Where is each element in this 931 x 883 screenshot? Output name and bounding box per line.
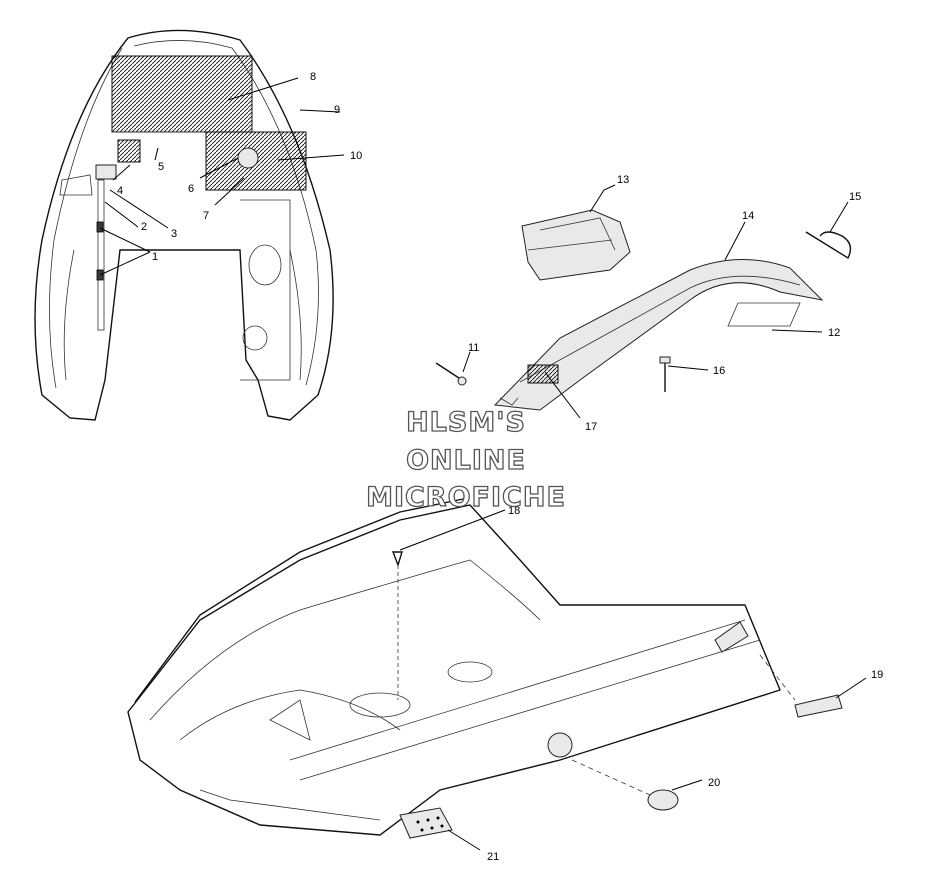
callout-19: 19 (871, 669, 883, 681)
part-13-console (521, 209, 631, 281)
callout-21: 21 (487, 851, 499, 863)
part-16-screw (659, 356, 671, 392)
hood-perspective-view (127, 497, 781, 836)
part-11-rivet (435, 362, 467, 386)
gauge-cup (237, 147, 259, 169)
callout-11: 11 (468, 342, 479, 354)
callout-7: 7 (203, 210, 209, 222)
callout-18: 18 (508, 505, 520, 517)
callout-6: 6 (188, 183, 194, 195)
watermark-line-2: ONLINE (406, 445, 526, 476)
hood-top-view (34, 29, 334, 421)
part-15-clip (805, 231, 852, 259)
part-17-pad (527, 364, 559, 384)
hatched-panel (111, 55, 253, 133)
callout-17: 17 (585, 421, 597, 433)
callout-1: 1 (152, 251, 158, 263)
watermark-line-3: MICROFICHE (366, 482, 566, 513)
part-21-plate (399, 807, 453, 839)
part-14-trim (493, 258, 824, 411)
callout-13: 13 (617, 174, 629, 186)
callout-2: 2 (141, 221, 147, 233)
assembly-line (571, 759, 651, 796)
callout-8: 8 (310, 71, 316, 83)
callout-labels: 1 2 3 4 5 6 7 8 9 10 11 12 13 14 15 16 1… (117, 71, 883, 863)
callout-4: 4 (117, 185, 123, 197)
callout-5: 5 (158, 161, 164, 173)
callout-3: 3 (171, 228, 177, 240)
part-20-plug (647, 789, 679, 811)
callout-15: 15 (849, 191, 861, 203)
watermark: HLSM'S ONLINE MICROFICHE (365, 406, 566, 513)
vent-hole (547, 732, 573, 758)
watermark-line-1: HLSM'S (406, 407, 526, 438)
callout-20: 20 (708, 777, 720, 789)
part-12-strip (727, 302, 801, 327)
callout-14: 14 (742, 210, 754, 222)
callout-16: 16 (713, 365, 725, 377)
assembly-line (759, 654, 796, 701)
part-19-pad (794, 694, 843, 718)
callout-9: 9 (334, 104, 340, 116)
callout-12: 12 (828, 327, 840, 339)
leader-lines (99, 77, 867, 851)
part-18-fastener (391, 551, 403, 700)
callout-10: 10 (350, 150, 362, 162)
